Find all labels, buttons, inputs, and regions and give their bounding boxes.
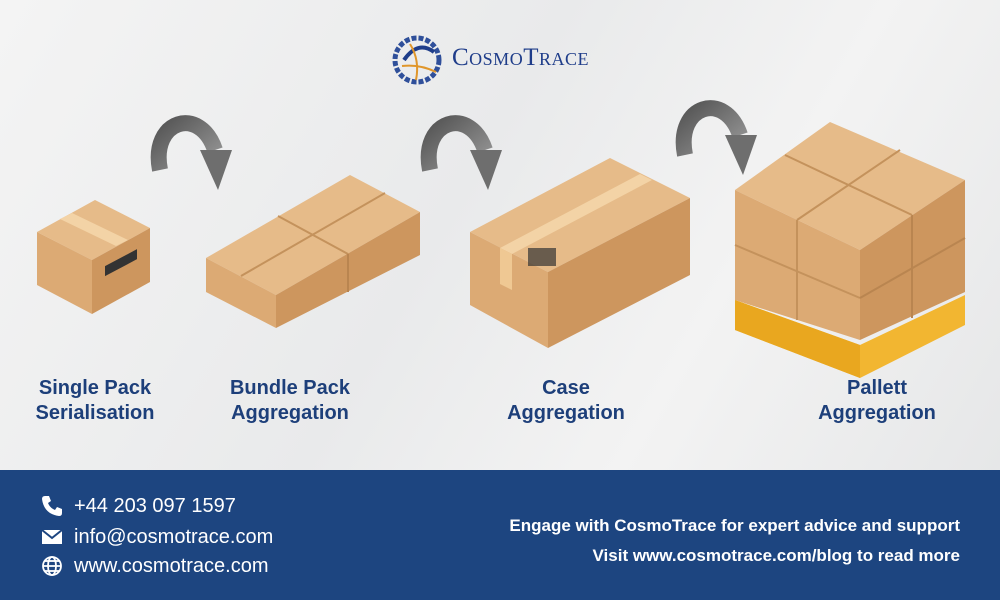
case-box: [470, 158, 690, 348]
single-box: [37, 200, 150, 314]
email-contact: info@cosmotrace.com: [40, 525, 273, 549]
phone-number[interactable]: +44 203 097 1597: [74, 494, 236, 517]
stage-line1: Bundle Pack: [229, 377, 351, 399]
brand-name: CosmoTrace: [452, 44, 589, 71]
stage-line1: Case: [542, 377, 590, 399]
curved-arrow-icon: [150, 115, 232, 190]
email-address[interactable]: info@cosmotrace.com: [74, 525, 274, 548]
stage-line2: Serialisation: [35, 402, 155, 424]
bundle-boxes: [206, 175, 420, 328]
curved-arrow-icon: [675, 100, 757, 175]
email-icon: [41, 529, 63, 544]
globe-icon: [42, 556, 62, 576]
stage-line2: Aggregation: [818, 402, 936, 424]
stage-line1: Pallett: [846, 377, 908, 399]
phone-icon: [42, 496, 62, 516]
website-contact: www.cosmotrace.com: [40, 554, 269, 578]
stage-line1: Single Pack: [38, 377, 152, 399]
curved-arrow-icon: [420, 115, 502, 190]
globe-chain-icon: [392, 35, 442, 85]
stage-line2: Aggregation: [231, 402, 349, 424]
illustration: [37, 100, 966, 378]
phone-contact: +44 203 097 1597: [40, 494, 236, 518]
cta-blog[interactable]: Visit www.cosmotrace.com/blog to read mo…: [592, 546, 960, 565]
footer: +44 203 097 1597 info@cosmotrace.com www…: [0, 470, 1000, 600]
cta-advice: Engage with CosmoTrace for expert advice…: [509, 516, 960, 535]
website-link[interactable]: www.cosmotrace.com: [74, 554, 269, 577]
stage-line2: Aggregation: [507, 402, 625, 424]
pallet-stack: [734, 122, 966, 378]
cosmotrace-logo: CosmoTrace: [390, 30, 589, 86]
